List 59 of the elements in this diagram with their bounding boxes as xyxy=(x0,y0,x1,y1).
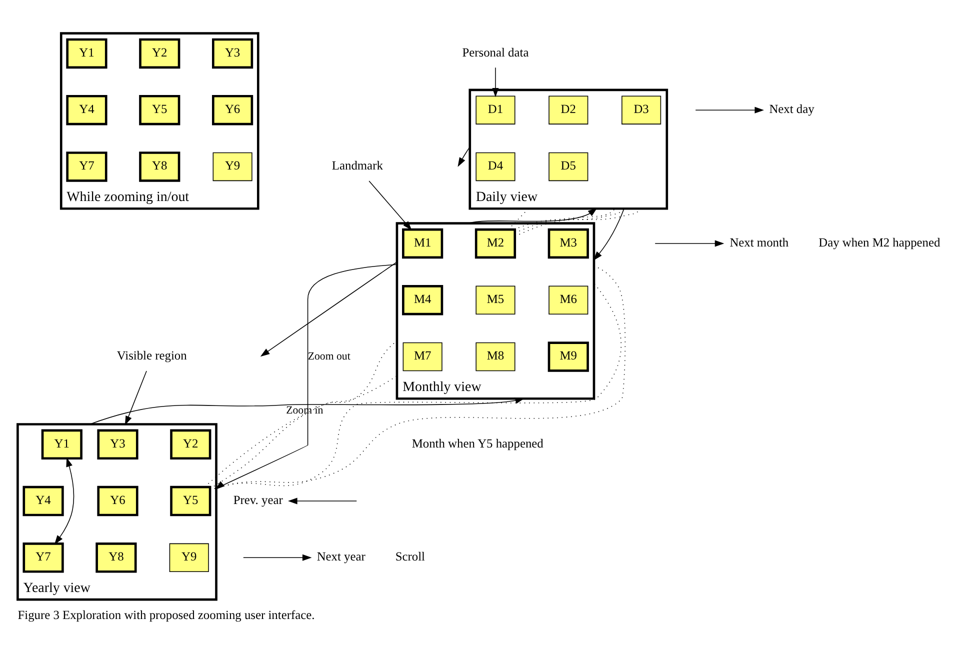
node-box: Y8 xyxy=(139,151,180,182)
node-box: Y6 xyxy=(97,485,138,516)
arrow xyxy=(458,146,470,166)
node-box: Y9 xyxy=(212,152,252,181)
node-box: M4 xyxy=(402,284,444,315)
node-box: M8 xyxy=(476,342,516,371)
arrow xyxy=(593,208,624,260)
arrow xyxy=(288,497,357,504)
arrow xyxy=(654,240,724,246)
caption: Figure 3 Exploration with proposed zooming user interface. xyxy=(18,607,315,622)
arrow xyxy=(243,554,312,560)
node-box: Y9 xyxy=(169,542,209,572)
node-box: M6 xyxy=(548,285,588,314)
label: Scroll xyxy=(395,549,425,564)
arrow xyxy=(54,456,74,544)
arrow xyxy=(368,180,412,230)
node-text: Next month xyxy=(730,234,789,249)
node-box: M3 xyxy=(548,228,589,258)
node-box: M1 xyxy=(402,228,444,258)
node-box: Y5 xyxy=(170,485,212,516)
node-box: D5 xyxy=(548,152,588,181)
node-box: M5 xyxy=(476,285,516,314)
node-box: Y4 xyxy=(66,94,108,125)
label: Day when M2 happened xyxy=(818,234,940,249)
node-box: Y1 xyxy=(41,428,82,460)
edge-label: Zoom out xyxy=(308,350,350,362)
arrow xyxy=(492,66,499,97)
node-box: Y2 xyxy=(170,428,212,460)
node-text: Next year xyxy=(316,549,366,564)
arrow xyxy=(695,106,764,113)
node-box: D4 xyxy=(476,152,516,181)
node-box: D1 xyxy=(476,95,516,124)
node-box: Y8 xyxy=(96,542,137,572)
node-box: D2 xyxy=(548,95,588,124)
arrow xyxy=(124,370,147,425)
node-box: Y3 xyxy=(97,428,138,460)
node-box: M2 xyxy=(474,228,516,258)
node-text: Landmark xyxy=(332,158,383,172)
node-box: Y6 xyxy=(212,94,254,125)
arrow xyxy=(260,261,398,356)
node-box: Y4 xyxy=(22,485,64,516)
node-box: D3 xyxy=(622,95,662,124)
node-text: Visible region xyxy=(116,348,187,362)
node-box: Y7 xyxy=(22,542,64,572)
node-box: Y7 xyxy=(66,151,108,182)
label: Month when Y5 happened xyxy=(412,436,544,450)
arrow xyxy=(215,264,398,490)
node-text: Next day xyxy=(769,102,814,116)
node-text: Personal data xyxy=(462,44,529,59)
node-box: Y1 xyxy=(66,38,108,68)
connector xyxy=(508,208,529,230)
node-box: Y3 xyxy=(212,38,254,68)
node-text: Prev. year xyxy=(233,492,283,506)
arrow xyxy=(467,207,598,224)
node-box: M9 xyxy=(548,341,589,372)
node-box: M7 xyxy=(402,342,442,371)
node-box: Y2 xyxy=(139,38,180,68)
arrow xyxy=(89,396,525,424)
node-box: Y5 xyxy=(139,94,180,125)
